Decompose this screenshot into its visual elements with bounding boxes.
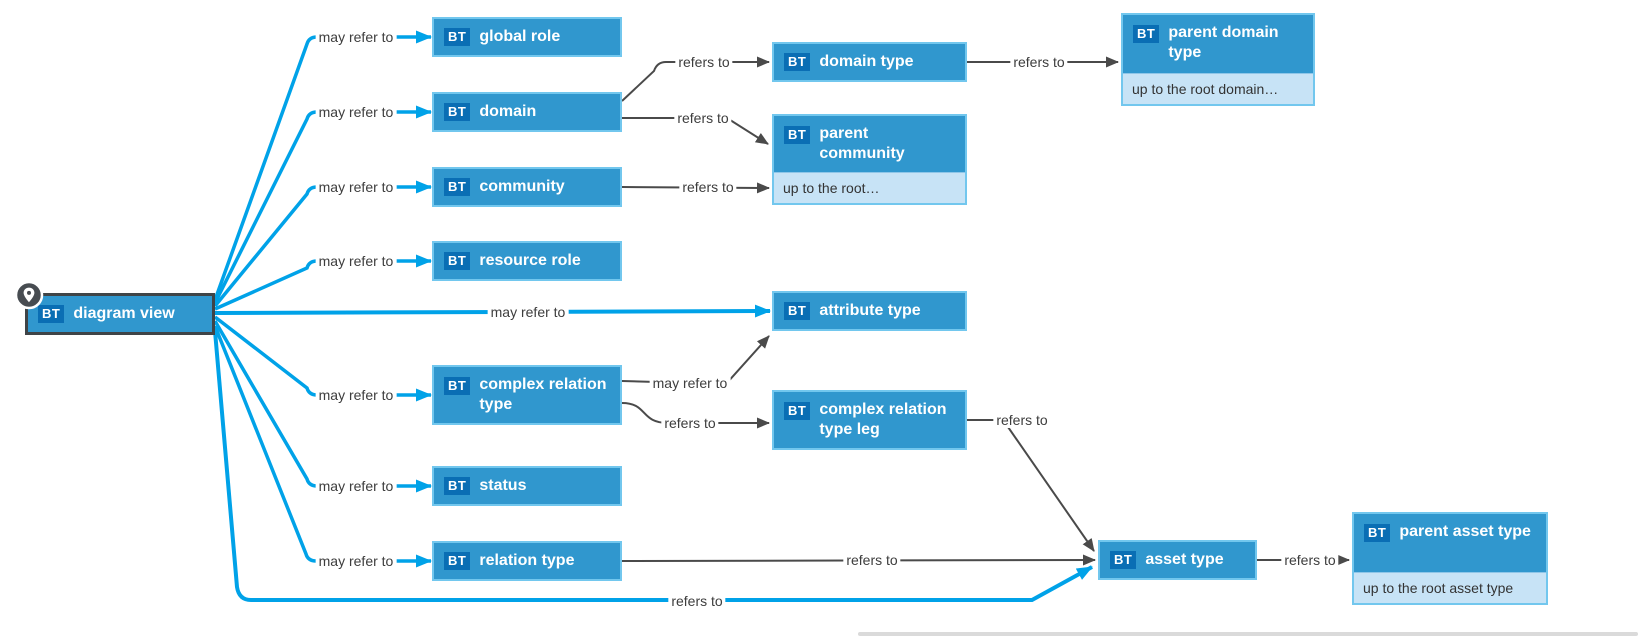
node-status[interactable]: BT status: [432, 466, 622, 506]
node-title: resource role: [479, 252, 581, 269]
bt-type-badge: BT: [1364, 524, 1391, 542]
edge-label: refers to: [1010, 54, 1068, 70]
edge-label: refers to: [993, 412, 1051, 428]
node-title: community: [479, 178, 565, 195]
edge-leg-to-asset-type[interactable]: [967, 419, 1095, 552]
node-title: domain: [479, 103, 537, 120]
edge-label: refers to: [679, 179, 737, 195]
node-title: relation type: [479, 552, 575, 569]
edge-diagram-view-to-relation-type[interactable]: [213, 325, 432, 568]
node-domain-type[interactable]: BT domain type: [772, 42, 967, 82]
edge-diagram-view-to-complex-relation-type[interactable]: [213, 315, 432, 402]
node-footer: up to the root domain…: [1123, 73, 1313, 104]
node-title: parent community: [819, 125, 905, 162]
edge-diagram-view-to-asset-type[interactable]: [213, 330, 1093, 602]
bt-type-badge: BT: [1133, 25, 1160, 43]
node-resource-role[interactable]: BT resource role: [432, 241, 622, 281]
edge-domain-to-domain-type[interactable]: [621, 56, 770, 102]
node-title: status: [479, 477, 527, 494]
node-community[interactable]: BT community: [432, 167, 622, 207]
edge-label: refers to: [661, 415, 719, 431]
edge-label: may refer to: [315, 29, 397, 45]
bt-type-badge: BT: [784, 302, 811, 320]
node-title: global role: [479, 28, 561, 45]
node-title: parent domain type: [1168, 24, 1279, 61]
bt-type-badge: BT: [444, 552, 471, 570]
pin-icon: [14, 280, 44, 310]
bt-type-badge: BT: [444, 103, 471, 121]
node-attribute-type[interactable]: BT attribute type: [772, 291, 967, 331]
node-title: attribute type: [819, 302, 921, 319]
edge-label: may refer to: [315, 478, 397, 494]
bt-type-badge: BT: [1110, 551, 1137, 569]
edge-label: may refer to: [315, 553, 397, 569]
node-complex-relation-type-leg[interactable]: BT complex relation type leg: [772, 390, 967, 450]
node-title: domain type: [819, 53, 914, 70]
edge-label: refers to: [668, 593, 726, 609]
edge-label: may refer to: [315, 387, 397, 403]
edge-label: may refer to: [315, 104, 397, 120]
node-asset-type[interactable]: BT asset type: [1098, 540, 1257, 580]
edge-label: refers to: [843, 552, 901, 568]
bt-type-badge: BT: [444, 178, 471, 196]
node-title: complex relation type: [479, 376, 607, 413]
bt-type-badge: BT: [444, 377, 471, 395]
bt-type-badge: BT: [784, 402, 811, 420]
bt-type-badge: BT: [444, 28, 471, 46]
edge-label: may refer to: [649, 375, 731, 391]
edge-label: refers to: [674, 110, 732, 126]
node-parent-domain-type[interactable]: BT parent domain type up to the root dom…: [1121, 13, 1315, 106]
bt-type-badge: BT: [784, 53, 811, 71]
node-global-role[interactable]: BT global role: [432, 17, 622, 57]
horizontal-scrollbar[interactable]: [858, 632, 1638, 636]
node-complex-relation-type[interactable]: BT complex relation type: [432, 365, 622, 425]
node-parent-community[interactable]: BT parent community up to the root…: [772, 114, 967, 205]
node-parent-asset-type[interactable]: BT parent asset type up to the root asse…: [1352, 512, 1548, 605]
node-relation-type[interactable]: BT relation type: [432, 541, 622, 581]
node-title: parent asset type: [1399, 523, 1531, 540]
edge-label: may refer to: [315, 253, 397, 269]
edge-label: may refer to: [315, 179, 397, 195]
edge-label: refers to: [675, 54, 733, 70]
node-domain[interactable]: BT domain: [432, 92, 622, 132]
edge-label: refers to: [1281, 552, 1339, 568]
node-title: asset type: [1145, 551, 1224, 568]
node-diagram-view[interactable]: BT diagram view: [14, 280, 215, 335]
node-title: complex relation type leg: [819, 401, 947, 438]
node-footer: up to the root asset type: [1354, 572, 1546, 603]
node-title: diagram view: [73, 305, 175, 322]
bt-type-badge: BT: [784, 126, 811, 144]
edge-label: may refer to: [487, 304, 569, 320]
bt-type-badge: BT: [38, 305, 65, 323]
bt-type-badge: BT: [444, 252, 471, 270]
node-footer: up to the root…: [774, 172, 965, 203]
bt-type-badge: BT: [444, 477, 471, 495]
